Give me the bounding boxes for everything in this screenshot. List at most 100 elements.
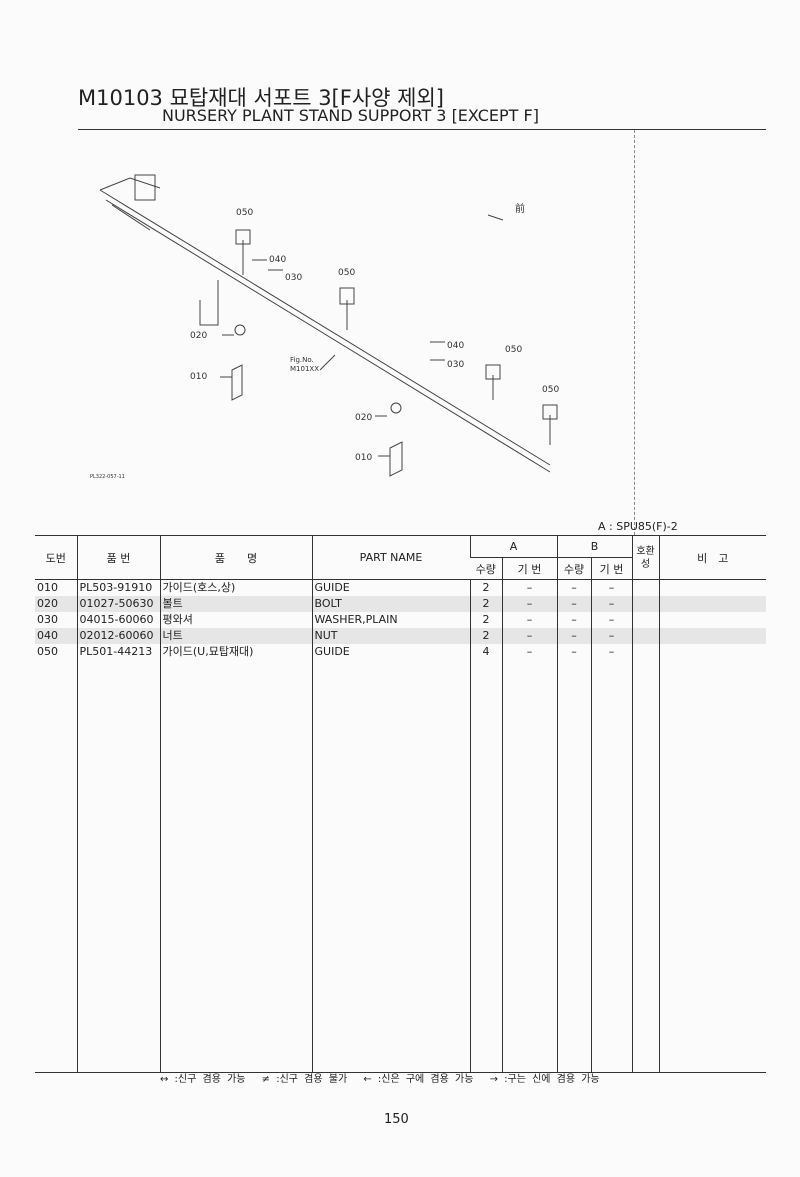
cell-empty (469, 660, 502, 1073)
cell-a-serial: – (501, 644, 557, 660)
callout-label: 030 (447, 360, 464, 370)
cell-part-name: GUIDE (311, 644, 470, 660)
fig-no-label: Fig.No. (290, 356, 314, 364)
cell-a-qty: 2 (469, 612, 502, 628)
cell-empty (658, 644, 766, 660)
cell-b-qty: – (556, 612, 591, 628)
cell-part-no: PL503-91910 (76, 579, 160, 596)
cell-part-name: GUIDE (311, 579, 470, 596)
cell-a-qty: 4 (469, 644, 502, 660)
header-part-name: PART NAME (311, 535, 470, 580)
cell-b-qty: – (556, 628, 591, 644)
cell-ref: 050 (37, 645, 58, 658)
cell-ref: 020 (35, 596, 77, 612)
cell-empty (631, 596, 660, 612)
parts-table: 도번 품 번 품 명 PART NAME A B 호환성 비 고 수량 기 번 … (35, 535, 766, 1073)
header-b-qty: 수량 (556, 557, 591, 580)
cell-ref: 010 (37, 581, 58, 594)
cell-empty (311, 660, 470, 1073)
fig-ref-label: M101XX (290, 365, 319, 373)
drawing-code: PL322-057-11 (90, 474, 125, 480)
cell-part-no: PL501-44213 (76, 644, 160, 660)
hose-bracket (199, 280, 219, 326)
cell-name-ko: 평와셔 (159, 612, 312, 628)
callout-label: 050 (505, 345, 522, 355)
cell-empty (159, 660, 312, 1073)
callout-label: 010 (355, 453, 372, 463)
cell-b-serial: – (590, 596, 633, 612)
callout-label: 040 (269, 255, 286, 265)
exploded-parts-diagram: 050 040 030 050 020 010 040 030 050 050 … (90, 174, 559, 480)
header-a-serial: 기 번 (501, 557, 557, 580)
header-remarks: 비 고 (658, 535, 766, 580)
guide-u-part (485, 364, 501, 380)
guide-u-part (542, 404, 558, 420)
page-title-korean: M10103 묘탑재대 서포트 3[F사양 제외] (78, 86, 444, 110)
callout-label: 040 (447, 341, 464, 351)
cell-empty (658, 612, 766, 628)
leader-lines (220, 214, 504, 457)
header-name-ko: 품 명 (159, 535, 312, 580)
model-label: A : SPU85(F)-2 (598, 520, 678, 533)
header-compat: 호환성 (631, 535, 660, 580)
table-empty-space (35, 660, 766, 1073)
cell-part-name: WASHER,PLAIN (311, 612, 470, 628)
cell-empty (658, 628, 766, 644)
cell-name-ko: 가이드(U,묘탑재대) (159, 644, 312, 660)
cell-b-serial: – (590, 628, 633, 644)
cell-empty (501, 660, 557, 1073)
cell-empty (631, 644, 660, 660)
cell-empty (631, 579, 660, 596)
title-divider (78, 129, 766, 130)
header-group-a: A (469, 535, 557, 558)
guide-hose-part (389, 441, 403, 477)
cell-empty (658, 596, 766, 612)
cell-part-no: 01027-50630 (76, 596, 160, 612)
page-number: 150 (384, 1112, 409, 1127)
cell-b-qty: – (556, 596, 591, 612)
front-direction-mark: 前 (515, 202, 525, 215)
bolt-part (390, 402, 402, 414)
cell-empty (76, 660, 160, 1073)
header-group-b: B (556, 535, 633, 558)
callout-label: 010 (190, 372, 207, 382)
compatibility-legend: ↔ :신구 겸용 가능 ≠ :신구 겸용 불가 ← :신은 구에 겸용 가능 →… (160, 1074, 600, 1085)
cell-empty (35, 660, 77, 1073)
cell-empty (631, 628, 660, 644)
guide-u-part (235, 229, 251, 245)
diagram-divider (634, 130, 635, 535)
guide-hose-part (231, 364, 243, 401)
header-b-serial: 기 번 (590, 557, 633, 580)
frame-bracket (134, 174, 156, 201)
cell-a-qty: 2 (469, 628, 502, 644)
bolt-part (234, 324, 246, 336)
cell-b-serial: – (590, 612, 633, 628)
header-ref: 도번 (35, 535, 77, 580)
cell-a-qty: 2 (469, 596, 502, 612)
cell-part-name: BOLT (311, 596, 470, 612)
callout-label: 020 (355, 413, 372, 423)
callout-label: 050 (236, 208, 253, 218)
cell-b-serial: – (590, 644, 633, 660)
cell-ref: 030 (37, 613, 58, 626)
cell-empty (590, 660, 633, 1073)
callout-label: 050 (338, 268, 355, 278)
cell-empty (658, 579, 766, 596)
page-title-english: NURSERY PLANT STAND SUPPORT 3 [EXCEPT F] (162, 106, 539, 125)
cell-ref: 040 (35, 628, 77, 644)
support-frame (99, 177, 551, 473)
cell-b-serial: – (590, 579, 633, 596)
cell-empty (556, 660, 591, 1073)
cell-a-serial: – (501, 579, 557, 596)
guide-stems (242, 240, 551, 445)
cell-empty (658, 660, 766, 1073)
cell-empty (631, 612, 660, 628)
cell-part-no: 04015-60060 (76, 612, 160, 628)
cell-a-serial: – (501, 596, 557, 612)
header-a-qty: 수량 (470, 557, 502, 580)
callout-label: 050 (542, 385, 559, 395)
